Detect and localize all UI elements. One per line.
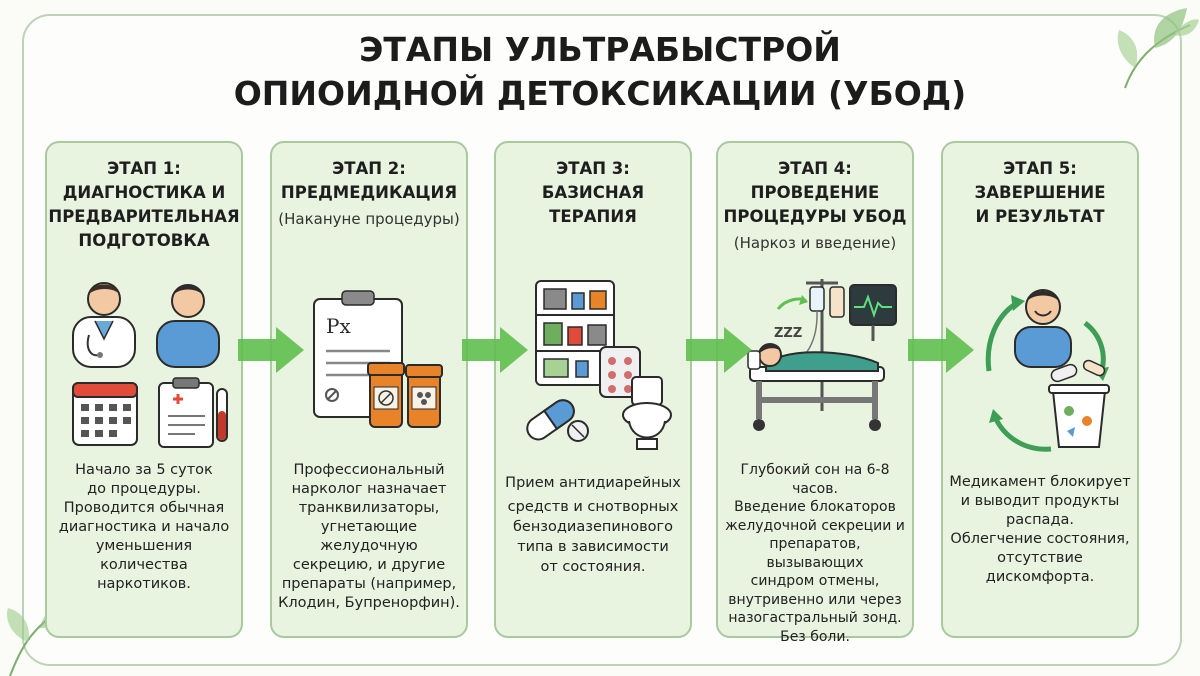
stage-illustration: ZZZ [747, 279, 897, 431]
stage-description: Медикамент блокирует и выводит продукты … [949, 474, 1131, 585]
stage-description: Прием антидиарейных средств и снотворных… [505, 475, 681, 575]
doctor-icon [72, 282, 136, 368]
stage-card-4: ЭТАП 4: ПРОВЕДЕНИЕ ПРОЦЕДУРЫ УБОД (Нарко… [716, 141, 914, 645]
leaf-icon [1117, 8, 1199, 89]
stage-card-5: ЭТАП 5: ЗАВЕРШЕНИЕ И РЕЗУЛЬТАТ Мед [941, 141, 1139, 638]
stage-illustration [985, 289, 1110, 452]
stage-description: Глубокий сон на 6-8 часов. Введение блок… [725, 462, 905, 645]
arrow-right-icon [686, 327, 752, 373]
pill-bottle-icon [367, 362, 405, 428]
page-title: ЭТАПЫ УЛЬТРАБЫСТРОЙ ОПИОИДНОЙ ДЕТОКСИКАЦ… [233, 30, 967, 113]
trash-bin-icon [1048, 359, 1110, 448]
stage-heading: ЭТАП 2: ПРЕДМЕДИКАЦИЯ (Накануне процедур… [278, 159, 460, 228]
medical-chart-icon [158, 377, 228, 448]
heart-monitor-icon [849, 284, 897, 341]
stage-card-1: ЭТАП 1: ДИАГНОСТИКА И ПРЕДВАРИТЕЛЬНАЯ ПО… [45, 141, 243, 638]
stage-description: Начало за 5 суток до процедуры. Проводит… [58, 462, 230, 592]
stage-heading: ЭТАП 5: ЗАВЕРШЕНИЕ И РЕЗУЛЬТАТ [974, 159, 1106, 226]
arrow-right-icon [462, 327, 528, 373]
pill-bottle-icon [405, 364, 443, 428]
stage-illustration [526, 280, 672, 450]
toilet-icon [622, 376, 672, 450]
stage-illustration [72, 282, 228, 448]
stage-card-3: ЭТАП 3: БАЗИСНАЯ ТЕРАПИЯ [494, 141, 692, 638]
svg-text:ZZZ: ZZZ [774, 326, 802, 341]
iv-drip-icon [785, 279, 845, 411]
stage-description: Профессиональный нарколог назначает тран… [278, 462, 460, 611]
patient-icon [156, 284, 220, 368]
happy-person-icon [1014, 289, 1072, 368]
stage-heading: ЭТАП 1: ДИАГНОСТИКА И ПРЕДВАРИТЕЛЬНАЯ ПО… [48, 159, 240, 250]
calendar-icon [72, 382, 138, 446]
capsule-icon [526, 399, 589, 442]
arrow-right-icon [238, 327, 304, 373]
svg-text:Px: Px [326, 314, 351, 338]
stage-illustration: Px [313, 290, 443, 428]
arrow-right-icon [908, 327, 974, 373]
medicine-cabinet-icon [535, 280, 615, 386]
stage-heading: ЭТАП 3: БАЗИСНАЯ ТЕРАПИЯ [541, 159, 645, 226]
capsule-icon [599, 346, 641, 398]
stage-heading: ЭТАП 4: ПРОВЕДЕНИЕ ПРОЦЕДУРЫ УБОД (Нарко… [723, 159, 907, 252]
stage-card-2: ЭТАП 2: ПРЕДМЕДИКАЦИЯ (Накануне процедур… [270, 141, 468, 638]
hospital-bed-icon [747, 343, 885, 431]
